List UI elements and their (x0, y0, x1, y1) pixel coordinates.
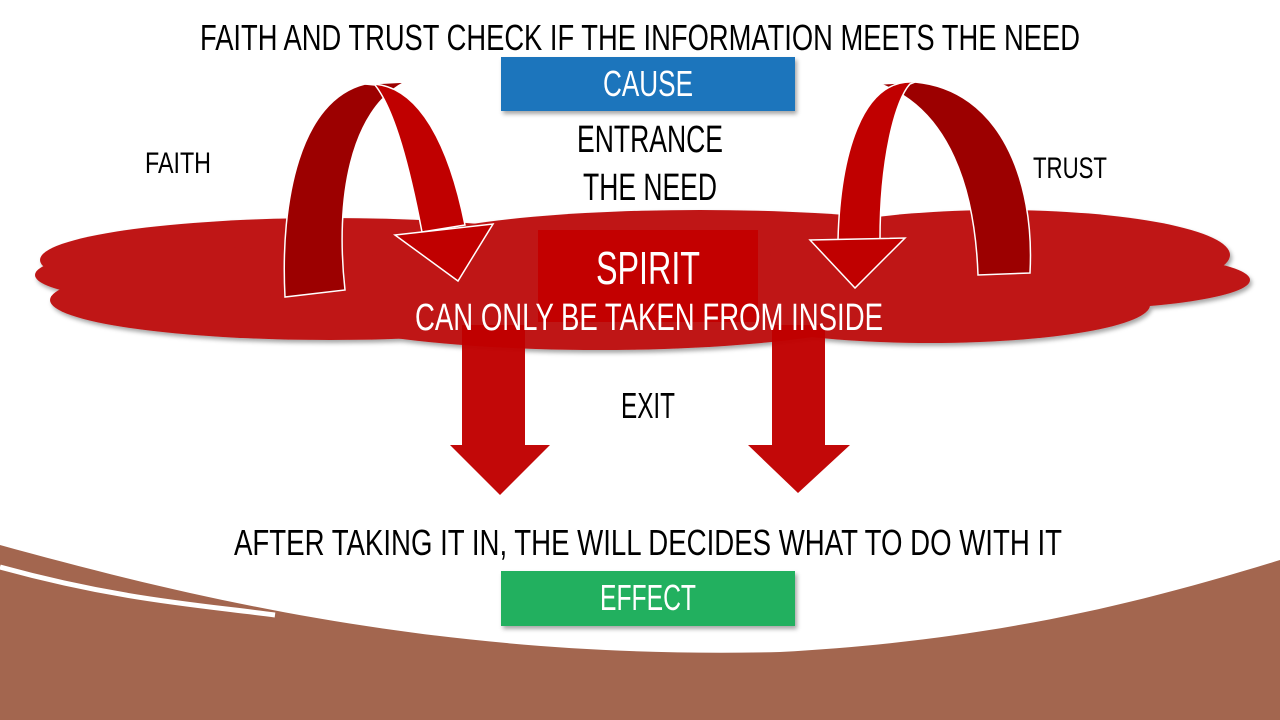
need-label: THE NEED (583, 167, 717, 209)
will-text: AFTER TAKING IT IN, THE WILL DECIDES WHA… (234, 522, 1062, 563)
faith-label: FAITH (145, 147, 211, 180)
spirit-label: SPIRIT (596, 242, 700, 294)
faith-curved-arrow (283, 81, 495, 298)
trust-label: TRUST (1033, 152, 1107, 185)
spirit-box (538, 230, 758, 322)
background-swoosh (0, 528, 1280, 720)
cause-box: CAUSE (501, 57, 795, 111)
spirit-subtitle: CAN ONLY BE TAKEN FROM INSIDE (415, 297, 883, 339)
exit-arrow-right (748, 325, 850, 493)
effect-label: EFFECT (600, 577, 696, 618)
exit-label: EXIT (621, 385, 675, 426)
cause-label: CAUSE (603, 63, 693, 104)
trust-curved-arrow (808, 81, 1032, 290)
slide-title: FAITH AND TRUST CHECK IF THE INFORMATION… (200, 17, 1080, 58)
entrance-label: ENTRANCE (577, 119, 723, 161)
exit-arrow-left (450, 325, 550, 495)
effect-box: EFFECT (501, 571, 795, 626)
